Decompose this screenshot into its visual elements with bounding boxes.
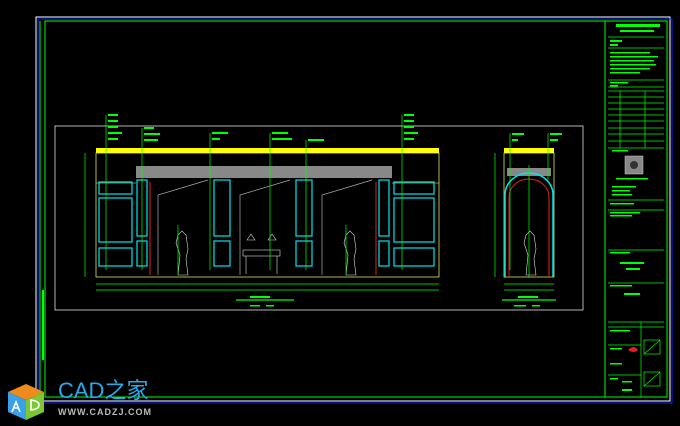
side-elevation [494, 133, 562, 307]
blue-border [37, 18, 673, 404]
watermark-url: WWW.CADZJ.COM [58, 407, 152, 417]
company-seal-center [630, 161, 638, 169]
title-block-text [610, 24, 660, 391]
main-elevation-labels [108, 114, 418, 307]
watermark-title: CAD之家 [58, 378, 149, 403]
viewport [54, 125, 584, 311]
main-elevation [84, 114, 440, 307]
outer-frame [35, 16, 671, 402]
drawing-frame [44, 20, 668, 398]
signature-stamp-icon [628, 347, 638, 352]
cadzj-logo-icon [8, 384, 44, 420]
side-margin-marks [42, 290, 44, 360]
title-block [608, 36, 664, 397]
